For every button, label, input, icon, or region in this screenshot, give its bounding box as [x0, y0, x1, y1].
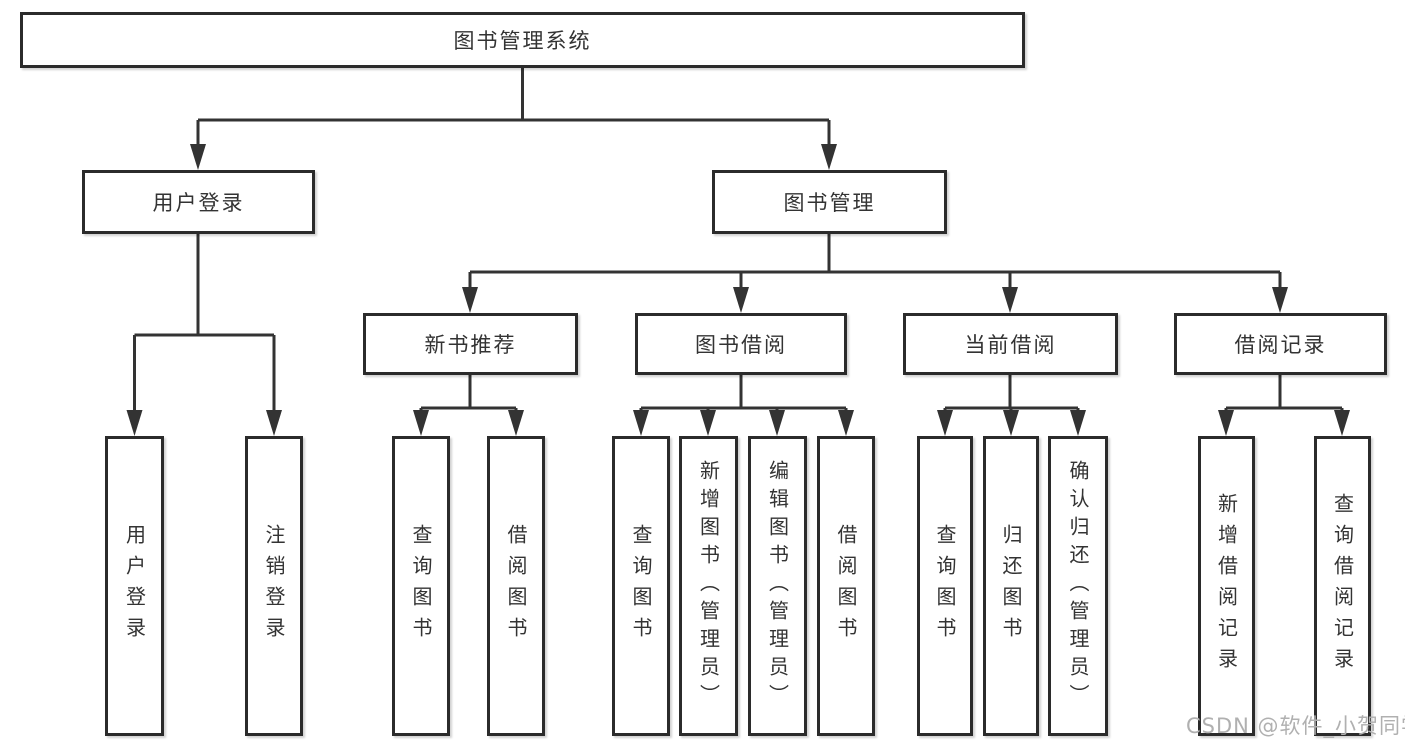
arrow-down-icon [1334, 410, 1350, 436]
arrow-down-icon [700, 410, 716, 436]
leaf-return-books: 归还图书 [983, 436, 1039, 736]
leaf-borrow-books: 借阅图书 [817, 436, 875, 736]
arrow-down-icon [1218, 410, 1234, 436]
leaf-add-borrow-record: 新增借阅记录 [1198, 436, 1255, 736]
leaf-borrow-books-recommend: 借阅图书 [487, 436, 545, 736]
node-borrowing-records: 借阅记录 [1174, 313, 1387, 375]
leaf-edit-books-admin: 编辑图书（管理员） [748, 436, 807, 736]
leaf-query-borrow-record-label: 查询借阅记录 [1330, 493, 1355, 679]
leaf-query-books-current: 查询图书 [917, 436, 973, 736]
node-book-borrowing-label: 图书借阅 [695, 333, 787, 357]
leaf-borrow-books-label: 借阅图书 [834, 524, 858, 648]
leaf-user-login: 用户登录 [105, 436, 164, 736]
arrow-down-icon [462, 287, 478, 313]
node-user-login: 用户登录 [82, 170, 315, 234]
arrow-down-icon [266, 410, 282, 436]
node-borrowing-records-label: 借阅记录 [1234, 333, 1327, 357]
arrow-down-icon [508, 410, 524, 436]
node-root-system: 图书管理系统 [20, 12, 1025, 68]
leaf-confirm-return-admin: 确认归还（管理员） [1048, 436, 1108, 736]
arrow-down-icon [1070, 410, 1086, 436]
leaf-add-books-admin-label: 新增图书（管理员） [696, 460, 721, 712]
node-new-book-recommend: 新书推荐 [363, 313, 578, 375]
node-new-book-recommend-label: 新书推荐 [424, 333, 517, 357]
leaf-edit-books-admin-label: 编辑图书（管理员） [765, 460, 790, 712]
leaf-logout: 注销登录 [245, 436, 303, 736]
arrow-down-icon [1003, 410, 1019, 436]
node-root-label: 图书管理系统 [453, 29, 592, 53]
leaf-query-books-borrowing-label: 查询图书 [629, 524, 653, 648]
arrow-down-icon [1002, 287, 1018, 313]
node-user-login-label: 用户登录 [152, 191, 245, 215]
node-current-borrowing: 当前借阅 [903, 313, 1118, 375]
leaf-query-books-borrowing: 查询图书 [612, 436, 670, 736]
arrowheads [126, 144, 1350, 436]
arrow-down-icon [413, 410, 429, 436]
leaf-query-books-current-label: 查询图书 [933, 524, 957, 648]
leaf-confirm-return-admin-label: 确认归还（管理员） [1066, 460, 1090, 712]
leaf-logout-label: 注销登录 [262, 524, 286, 648]
arrow-down-icon [769, 410, 785, 436]
arrow-down-icon [126, 410, 143, 436]
node-book-management-label: 图书管理 [783, 191, 876, 215]
leaf-borrow-books-recommend-label: 借阅图书 [504, 524, 528, 648]
arrow-down-icon [821, 144, 837, 170]
arrow-down-icon [733, 287, 749, 313]
arrow-down-icon [838, 410, 854, 436]
leaf-query-books-recommend: 查询图书 [392, 436, 450, 736]
node-book-management: 图书管理 [712, 170, 947, 234]
arrow-down-icon [190, 144, 206, 170]
csdn-watermark: CSDN @软件_小贺同学 [1186, 714, 1405, 738]
leaf-add-books-admin: 新增图书（管理员） [679, 436, 738, 736]
node-current-borrowing-label: 当前借阅 [964, 333, 1057, 357]
leaf-add-borrow-record-label: 新增借阅记录 [1214, 493, 1239, 679]
leaf-user-login-label: 用户登录 [122, 524, 147, 648]
leaf-query-borrow-record: 查询借阅记录 [1314, 436, 1371, 736]
arrow-down-icon [937, 410, 953, 436]
arrow-down-icon [633, 410, 649, 436]
leaf-return-books-label: 归还图书 [999, 524, 1023, 648]
node-book-borrowing: 图书借阅 [635, 313, 847, 375]
leaf-query-books-recommend-label: 查询图书 [409, 524, 433, 648]
arrow-down-icon [1272, 287, 1288, 313]
